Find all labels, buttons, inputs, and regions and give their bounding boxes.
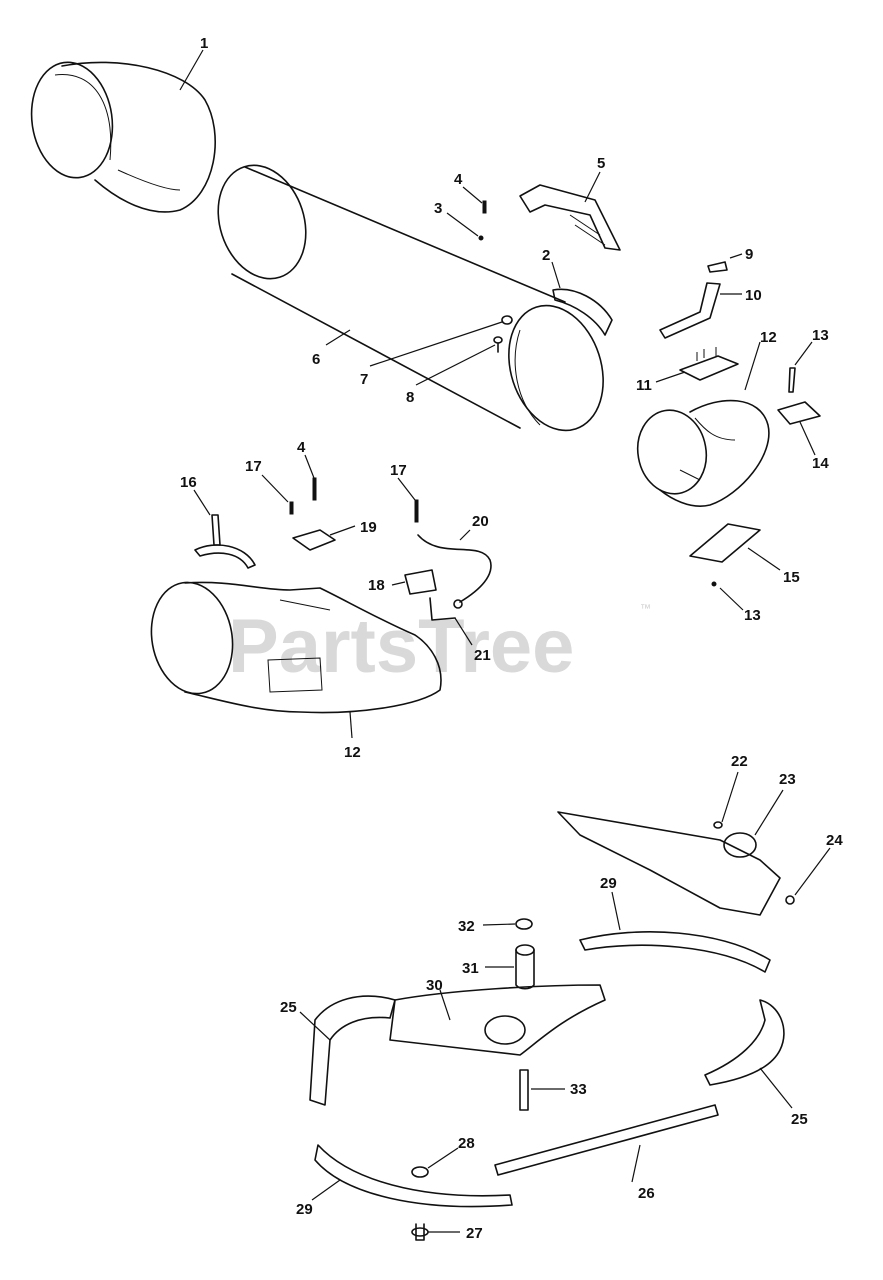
callout-5: 5 bbox=[597, 155, 605, 172]
hardware-upper bbox=[478, 200, 513, 353]
parts-31-32 bbox=[515, 918, 535, 990]
callout-numbers: 1 2 3 4 5 6 7 8 9 10 11 12 13 14 15 16 1… bbox=[180, 35, 843, 1242]
callout-7: 7 bbox=[360, 371, 368, 388]
callout-21: 21 bbox=[474, 647, 491, 664]
callout-18: 18 bbox=[368, 577, 385, 594]
callout-26: 26 bbox=[638, 1185, 655, 1202]
callout-28: 28 bbox=[458, 1135, 475, 1152]
callout-20: 20 bbox=[472, 513, 489, 530]
callout-27: 27 bbox=[466, 1225, 483, 1242]
part-26-bar bbox=[494, 1104, 719, 1176]
callout-19: 19 bbox=[360, 519, 377, 536]
callout-30: 30 bbox=[426, 977, 443, 994]
callout-17-left: 17 bbox=[245, 458, 262, 475]
callout-25-right: 25 bbox=[791, 1111, 808, 1128]
callout-15: 15 bbox=[783, 569, 800, 586]
callout-4: 4 bbox=[454, 171, 463, 188]
callout-29-lower: 29 bbox=[296, 1201, 313, 1218]
callout-14: 14 bbox=[812, 455, 829, 472]
callout-22: 22 bbox=[731, 753, 748, 770]
callout-13-lower: 13 bbox=[744, 607, 761, 624]
part-1-hood bbox=[30, 61, 216, 213]
callout-2: 2 bbox=[542, 247, 550, 264]
callout-12-lower: 12 bbox=[344, 744, 361, 761]
part-27 bbox=[411, 1223, 429, 1241]
part-12-lower-housing bbox=[150, 581, 442, 714]
callout-33: 33 bbox=[570, 1081, 587, 1098]
part-33-bolt bbox=[519, 1069, 529, 1111]
part-29-upper-arc bbox=[579, 931, 771, 973]
callout-3: 3 bbox=[434, 200, 442, 217]
leader-lines bbox=[179, 49, 831, 1233]
part-6-tube bbox=[217, 164, 604, 432]
callout-16: 16 bbox=[180, 474, 197, 491]
part-16 bbox=[194, 514, 256, 569]
watermark-trademark: ™ bbox=[640, 603, 651, 615]
callout-4-lower: 4 bbox=[297, 439, 306, 456]
parts-13-14-15 bbox=[689, 367, 821, 587]
callout-6: 6 bbox=[312, 351, 320, 368]
parts-25-30-center bbox=[309, 984, 785, 1106]
callout-8: 8 bbox=[406, 389, 414, 406]
callout-1: 1 bbox=[200, 35, 208, 52]
callout-29-upper: 29 bbox=[600, 875, 617, 892]
callout-31: 31 bbox=[462, 960, 479, 977]
callout-32: 32 bbox=[458, 918, 475, 935]
parts-22-23-24-plate bbox=[557, 811, 795, 916]
callout-13-upper: 13 bbox=[812, 327, 829, 344]
callout-9: 9 bbox=[745, 246, 753, 263]
part-29-lower-arc bbox=[314, 1144, 513, 1208]
parts-18-20-21 bbox=[404, 534, 492, 621]
hardware-middle bbox=[289, 477, 419, 551]
callout-23: 23 bbox=[779, 771, 796, 788]
parts-9-10-11 bbox=[659, 261, 739, 381]
callout-11: 11 bbox=[636, 377, 652, 394]
watermark: PartsTree ™ bbox=[228, 603, 651, 689]
callout-17-right: 17 bbox=[390, 462, 407, 479]
callout-25-left: 25 bbox=[280, 999, 297, 1016]
callout-24: 24 bbox=[826, 832, 843, 849]
callout-10: 10 bbox=[745, 287, 762, 304]
part-5-handle bbox=[519, 184, 621, 251]
callout-12-right: 12 bbox=[760, 329, 777, 346]
part-12-right-hood bbox=[636, 399, 770, 507]
watermark-text: PartsTree bbox=[228, 604, 574, 689]
part-2-bracket bbox=[552, 288, 613, 336]
